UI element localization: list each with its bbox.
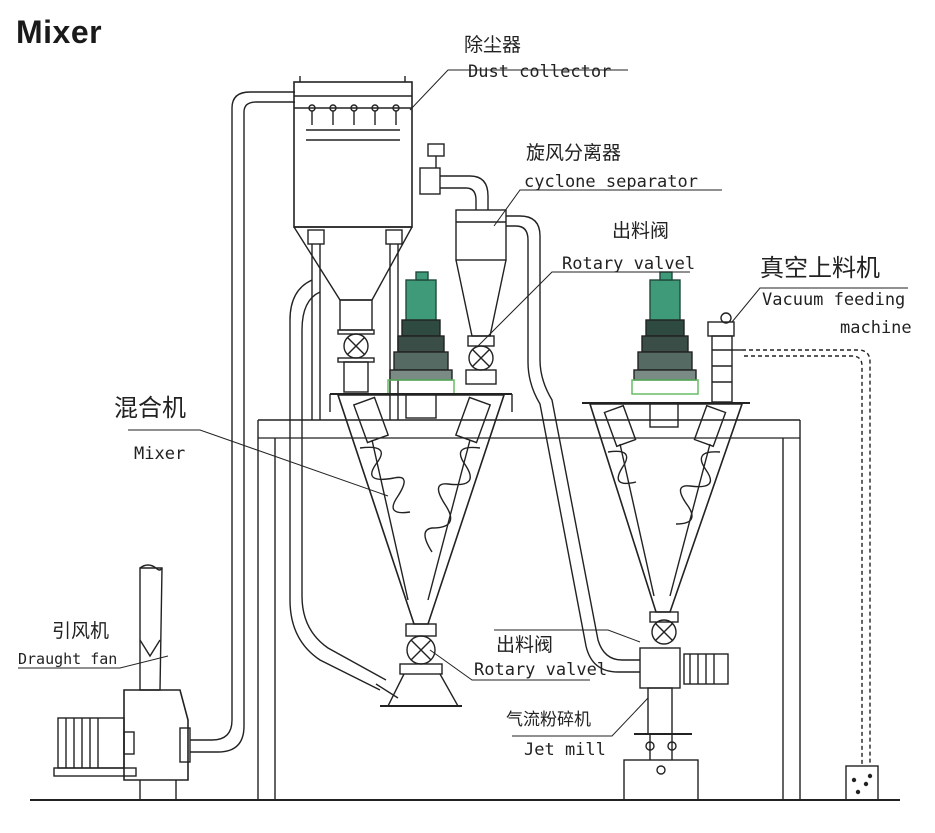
fan-duct-pipe: [190, 91, 295, 753]
cyclone-separator-en-label: cyclone separator: [524, 172, 698, 192]
right-mixer: [582, 271, 750, 801]
mixer-cn-label: 混合机: [114, 394, 186, 422]
leader-lines: [18, 69, 908, 737]
platform-frame: [257, 419, 801, 800]
vacuum-feeding-cn-label: 真空上料机: [760, 254, 880, 282]
vacuum-feeding-machine: [707, 312, 879, 801]
left-mixer: [329, 271, 513, 707]
rotary-valve-top-en-label: Rotary valvel: [562, 254, 696, 274]
draught-fan-cn-label: 引风机: [52, 620, 110, 642]
rotary-valve-top-cn-label: 出料阀: [612, 220, 670, 242]
dust-collector: [293, 76, 489, 420]
jet-mill-cn-label: 气流粉碎机: [506, 710, 591, 730]
draught-fan: [53, 564, 191, 800]
cyclone-separator-cn-label: 旋风分离器: [526, 142, 622, 164]
rotary-valve-bottom-cn-label: 出料阀: [496, 634, 554, 656]
rotary-valve-bottom-en-label: Rotary valvel: [474, 660, 608, 680]
vacuum-feeding-en-line1: Vacuum feeding: [762, 290, 906, 310]
dust-collector-en-label: Dust collector: [468, 62, 612, 82]
page-title: Mixer: [16, 14, 103, 50]
draught-fan-en-label: Draught fan: [18, 650, 118, 668]
jet-mill-en-label: Jet mill: [524, 740, 606, 760]
vacuum-feeding-en-line2: machine: [840, 318, 912, 338]
mixer-en-label: Mixer: [134, 444, 186, 464]
dust-collector-cn-label: 除尘器: [464, 34, 522, 56]
return-pipe: [289, 279, 399, 699]
cyclone-separator: [455, 209, 640, 673]
